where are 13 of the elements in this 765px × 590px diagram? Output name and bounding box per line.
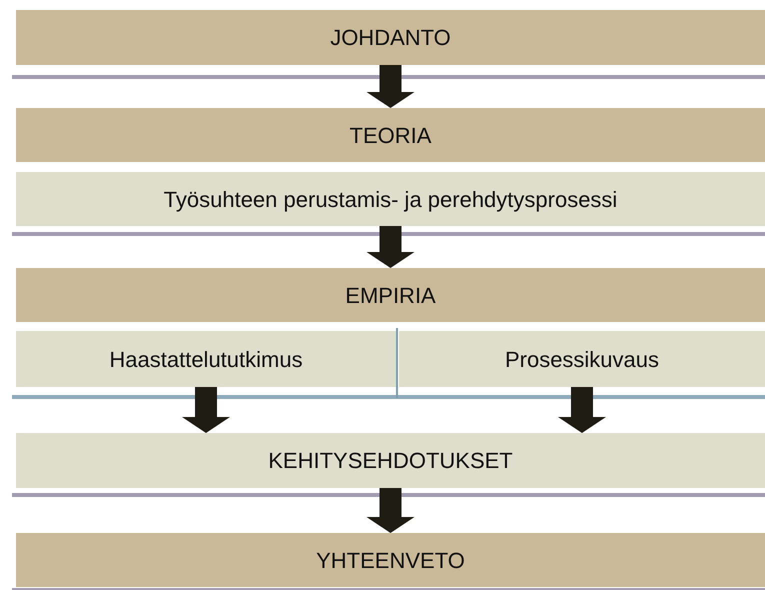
block-arrow bbox=[366, 65, 414, 108]
block-arrow bbox=[366, 226, 414, 268]
section-band: EMPIRIA bbox=[16, 268, 765, 322]
topic-band: Työsuhteen perustamis- ja perehdytysprosessi bbox=[16, 172, 765, 226]
section-band: JOHDANTO bbox=[16, 10, 765, 65]
section-band: TEORIA bbox=[16, 108, 765, 162]
section-band: YHTEENVETO bbox=[16, 533, 765, 587]
block-arrow bbox=[558, 387, 606, 433]
block-arrow bbox=[366, 488, 414, 533]
topic-band: Prosessikuvaus bbox=[399, 331, 765, 387]
topic-band: KEHITYSEHDOTUKSET bbox=[16, 433, 765, 488]
topic-band: Haastattelututkimus bbox=[16, 331, 396, 387]
block-arrow bbox=[182, 387, 230, 433]
